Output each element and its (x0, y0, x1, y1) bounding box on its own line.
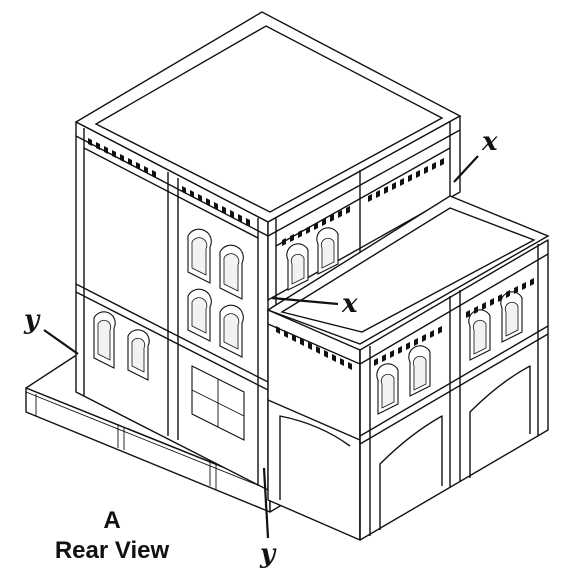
windows-main-left (93, 228, 244, 381)
leader-lines (43, 155, 479, 539)
label-x-mid: x (341, 289, 358, 319)
dentil-row-right (282, 158, 444, 246)
label-x-top: x (481, 127, 498, 157)
windows-annex (376, 291, 523, 415)
label-y-left: y (23, 305, 41, 335)
annex-block (266, 195, 550, 541)
windows-main-right (286, 227, 339, 291)
freight-door (191, 365, 245, 441)
label-y-bottom: y (259, 539, 277, 569)
dentil-row-left (88, 138, 250, 226)
caption-letter: A (103, 507, 120, 534)
caption-title: Rear View (55, 537, 170, 564)
